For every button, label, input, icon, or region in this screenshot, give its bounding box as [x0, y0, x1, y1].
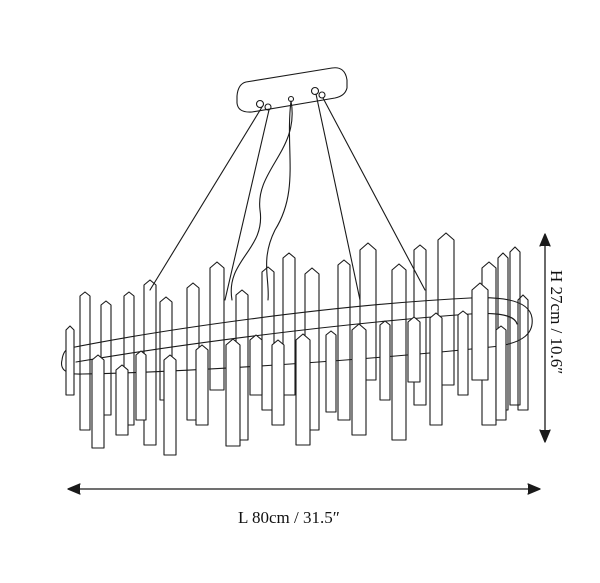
- length-label: L 80cm / 31.5″: [238, 508, 340, 527]
- height-arrow: [539, 233, 551, 443]
- ceiling-canopy: [236, 67, 348, 113]
- suspension-cables: [149, 93, 426, 301]
- height-label: H 27cm / 10.6″: [547, 270, 566, 375]
- front-crystals: [65, 282, 507, 456]
- length-arrow: [67, 483, 541, 495]
